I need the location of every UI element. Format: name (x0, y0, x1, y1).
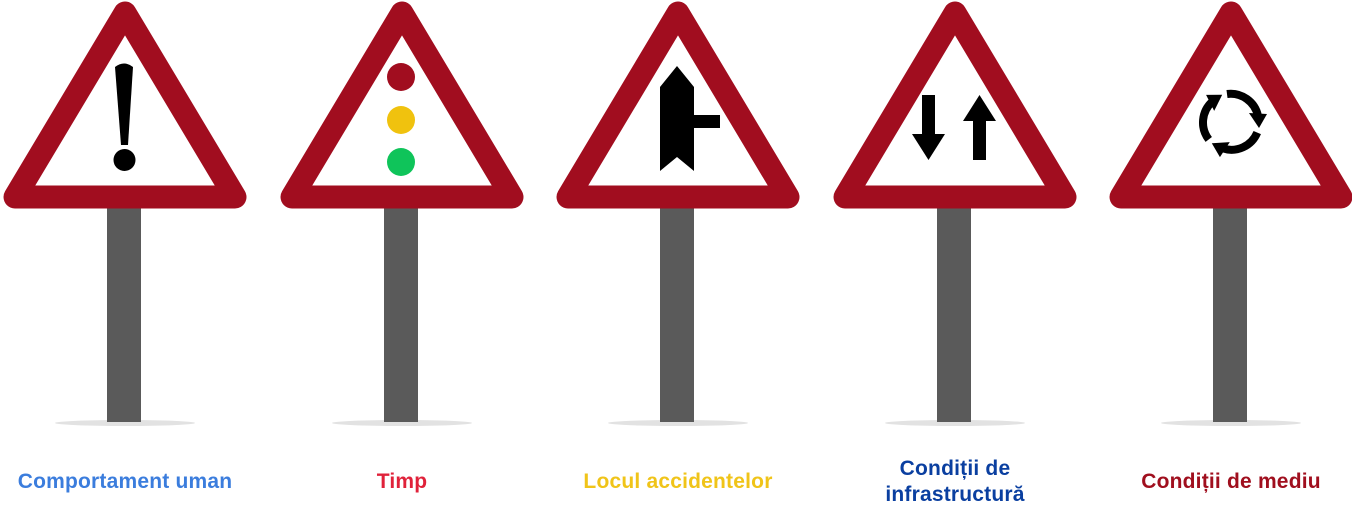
warning-sign-graphic (833, 1, 1077, 426)
sign-conditii-mediu: Condiții de mediu (1106, 0, 1352, 523)
arrow-down-icon (912, 95, 945, 160)
sign-post (107, 200, 141, 422)
traffic-light-icon (387, 63, 415, 176)
post-shadow (332, 420, 472, 426)
sign-label: Condiții de mediu (1141, 470, 1321, 493)
post-shadow (1161, 420, 1301, 426)
side-road-junction-icon (660, 66, 720, 171)
triangle-border (1109, 1, 1352, 209)
sign-label: Condiții de infrastructură (885, 457, 1025, 506)
green-light-icon (387, 148, 415, 176)
triangle-border (280, 1, 524, 209)
sign-label: Locul accidentelor (583, 470, 773, 493)
sign-post (1213, 200, 1247, 422)
sign-comportament-uman: Comportament uman (0, 0, 250, 523)
post-shadow (885, 420, 1025, 426)
post-shadow (55, 420, 195, 426)
sign-conditii-infrastructura: Condiții de infrastructură (830, 0, 1080, 523)
warning-sign-graphic (556, 1, 800, 426)
red-light-icon (387, 63, 415, 91)
warning-sign-graphic (3, 1, 247, 426)
warning-sign-graphic (280, 1, 524, 426)
warning-sign-graphic (1109, 1, 1352, 426)
triangle-border (833, 1, 1077, 209)
roundabout-icon (1199, 89, 1267, 158)
sign-post (660, 200, 694, 422)
sign-post (937, 200, 971, 422)
two-way-traffic-icon (912, 95, 996, 160)
sign-post (384, 200, 418, 422)
sign-label: Timp (376, 470, 428, 493)
yellow-light-icon (387, 106, 415, 134)
sign-timp: Timp (277, 0, 527, 523)
sign-label: Comportament uman (17, 470, 233, 493)
sign-locul-accidentelor: Locul accidentelor (553, 0, 803, 523)
arrow-up-icon (963, 95, 996, 160)
exclamation-icon (113, 63, 136, 171)
post-shadow (608, 420, 748, 426)
